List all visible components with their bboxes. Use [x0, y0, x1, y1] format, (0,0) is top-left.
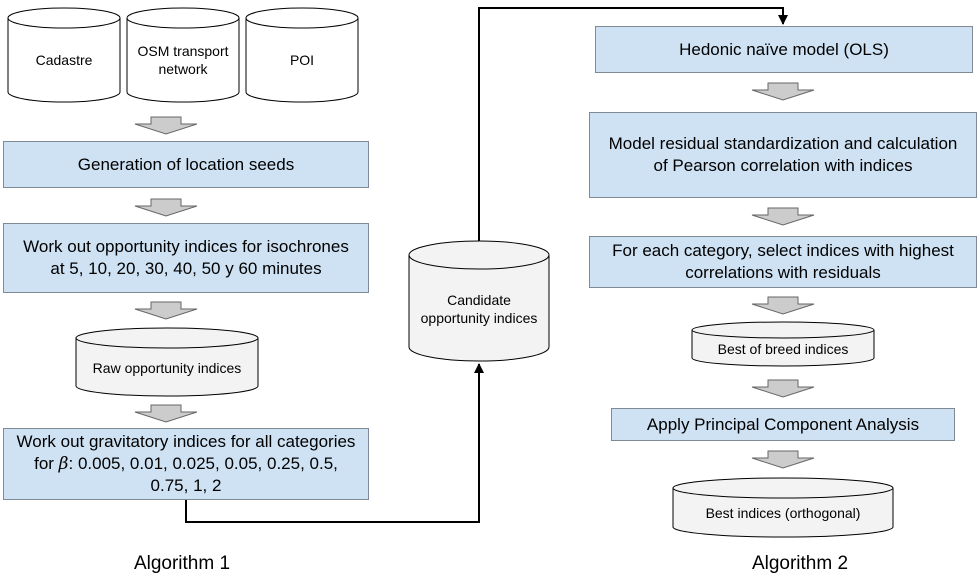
raw-indices-label: Raw opportunity indices — [92, 360, 242, 376]
orthogonal-indices-cylinder — [672, 477, 894, 538]
flow-arrow — [751, 450, 815, 469]
step-isochrone-indices: Work out opportunity indices for isochro… — [3, 223, 369, 293]
flow-arrow — [134, 116, 198, 135]
source-cylinder-poi — [245, 7, 359, 103]
gravitatory-suffix: : 0.005, 0.01, 0.025, 0.05, 0.25, 0.5, 0… — [68, 454, 338, 495]
flow-arrow — [134, 404, 198, 423]
step-residual-standardization: Model residual standardization and calcu… — [589, 112, 977, 198]
flow-arrow — [751, 296, 815, 315]
flow-arrow — [134, 301, 198, 320]
step-apply-pca: Apply Principal Component Analysis — [611, 408, 955, 441]
flow-arrow — [134, 198, 198, 217]
best-breed-label: Best of breed indices — [717, 341, 849, 357]
step-gravitatory-indices: Work out gravitatory indices for all cat… — [3, 428, 369, 500]
gravitatory-prefix: Work out gravitatory indices for all cat… — [16, 432, 356, 473]
step-generate-seeds: Generation of location seeds — [3, 141, 369, 188]
candidate-indices-cylinder — [408, 240, 550, 362]
source-cylinder-osm — [126, 7, 240, 103]
orthogonal-indices-label: Best indices (orthogonal) — [705, 505, 861, 521]
flow-arrow — [751, 379, 815, 398]
flow-arrow — [751, 207, 815, 226]
step-select-indices: For each category, select indices with h… — [589, 236, 977, 288]
beta-symbol: β — [58, 454, 69, 474]
source-cylinder-cadastre — [7, 7, 121, 103]
candidate-indices-label: Candidate opportunity indices — [420, 292, 538, 326]
source-label-cadastre: Cadastre — [35, 52, 93, 68]
connector-gravitatory-to-candidate — [185, 363, 484, 523]
flow-arrow — [751, 82, 815, 101]
raw-indices-cylinder — [75, 327, 259, 397]
best-breed-cylinder — [691, 321, 875, 367]
step-hedonic-ols: Hedonic naïve model (OLS) — [595, 26, 973, 73]
algorithm-2-label: Algorithm 2 — [751, 553, 849, 574]
connector-candidate-to-ols — [478, 7, 788, 241]
source-label-poi: POI — [289, 52, 315, 68]
step-gravitatory-text: Work out gravitatory indices for all cat… — [14, 431, 358, 497]
algorithm-1-label: Algorithm 1 — [133, 553, 231, 574]
source-label-osm: OSM transport network — [137, 43, 229, 77]
